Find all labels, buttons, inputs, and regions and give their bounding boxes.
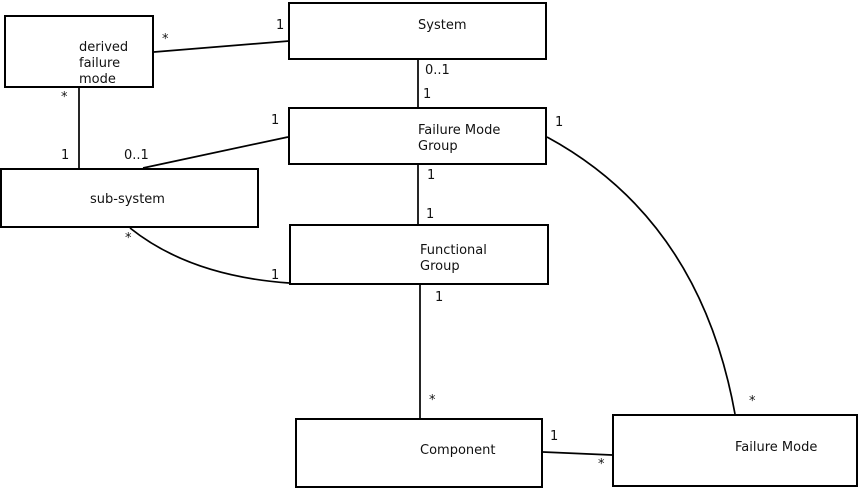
- node-label-failure-mode: Failure Mode: [735, 440, 818, 455]
- multiplicity-label-component--failure-mode--failure-mode: *: [598, 457, 605, 472]
- association-line-component--failure-mode: [542, 451, 613, 456]
- multiplicity-label-system--failure-mode-group--system: 0..1: [425, 63, 450, 78]
- association-line-failure-mode-group--failure-mode: [546, 136, 736, 415]
- multiplicity-label-failure-mode-group--functional-group--failure-mode-group: 1: [427, 168, 436, 183]
- multiplicity-label-derived-failure-mode--sub-system--sub-system: 1: [61, 148, 70, 163]
- association-line-sub-system--failure-mode-group: [142, 136, 289, 169]
- multiplicity-label-functional-group--component--functional-group: 1: [435, 290, 444, 305]
- multiplicity-label-failure-mode-group--failure-mode--failure-mode-group: 1: [555, 115, 564, 130]
- node-label-sub-system: sub-system: [90, 192, 165, 207]
- node-derived-failure-mode: [4, 15, 154, 88]
- node-label-derived-failure-mode: derived failure mode: [79, 40, 129, 87]
- multiplicity-label-component--failure-mode--component: 1: [550, 429, 559, 444]
- node-label-component: Component: [420, 443, 496, 458]
- multiplicity-label-derived-failure-mode--system--derived-failure-mode: *: [162, 32, 169, 47]
- node-label-system: System: [418, 18, 467, 33]
- node-failure-mode-group: [288, 107, 547, 165]
- multiplicity-label-sub-system--functional-group--functional-group: 1: [271, 268, 280, 283]
- multiplicity-label-failure-mode-group--failure-mode--failure-mode: *: [749, 394, 756, 409]
- node-component: [295, 418, 543, 488]
- node-label-functional-group: Functional Group: [420, 243, 487, 274]
- association-line-sub-system--functional-group: [129, 227, 290, 284]
- multiplicity-label-functional-group--component--component: *: [429, 393, 436, 408]
- multiplicity-label-sub-system--failure-mode-group--failure-mode-group: 1: [271, 113, 280, 128]
- multiplicity-label-failure-mode-group--functional-group--functional-group: 1: [426, 207, 435, 222]
- node-label-failure-mode-group: Failure Mode Group: [418, 123, 501, 154]
- node-functional-group: [289, 224, 549, 285]
- node-sub-system: [0, 168, 259, 228]
- node-failure-mode: [612, 414, 858, 487]
- multiplicity-label-sub-system--failure-mode-group--sub-system: 0..1: [124, 148, 149, 163]
- multiplicity-label-system--failure-mode-group--failure-mode-group: 1: [423, 87, 432, 102]
- multiplicity-label-derived-failure-mode--system--system: 1: [276, 18, 285, 33]
- node-system: [288, 2, 547, 60]
- multiplicity-label-derived-failure-mode--sub-system--derived-failure-mode: *: [61, 90, 68, 105]
- association-line-derived-failure-mode--system: [153, 40, 290, 53]
- multiplicity-label-sub-system--functional-group--sub-system: *: [125, 231, 132, 246]
